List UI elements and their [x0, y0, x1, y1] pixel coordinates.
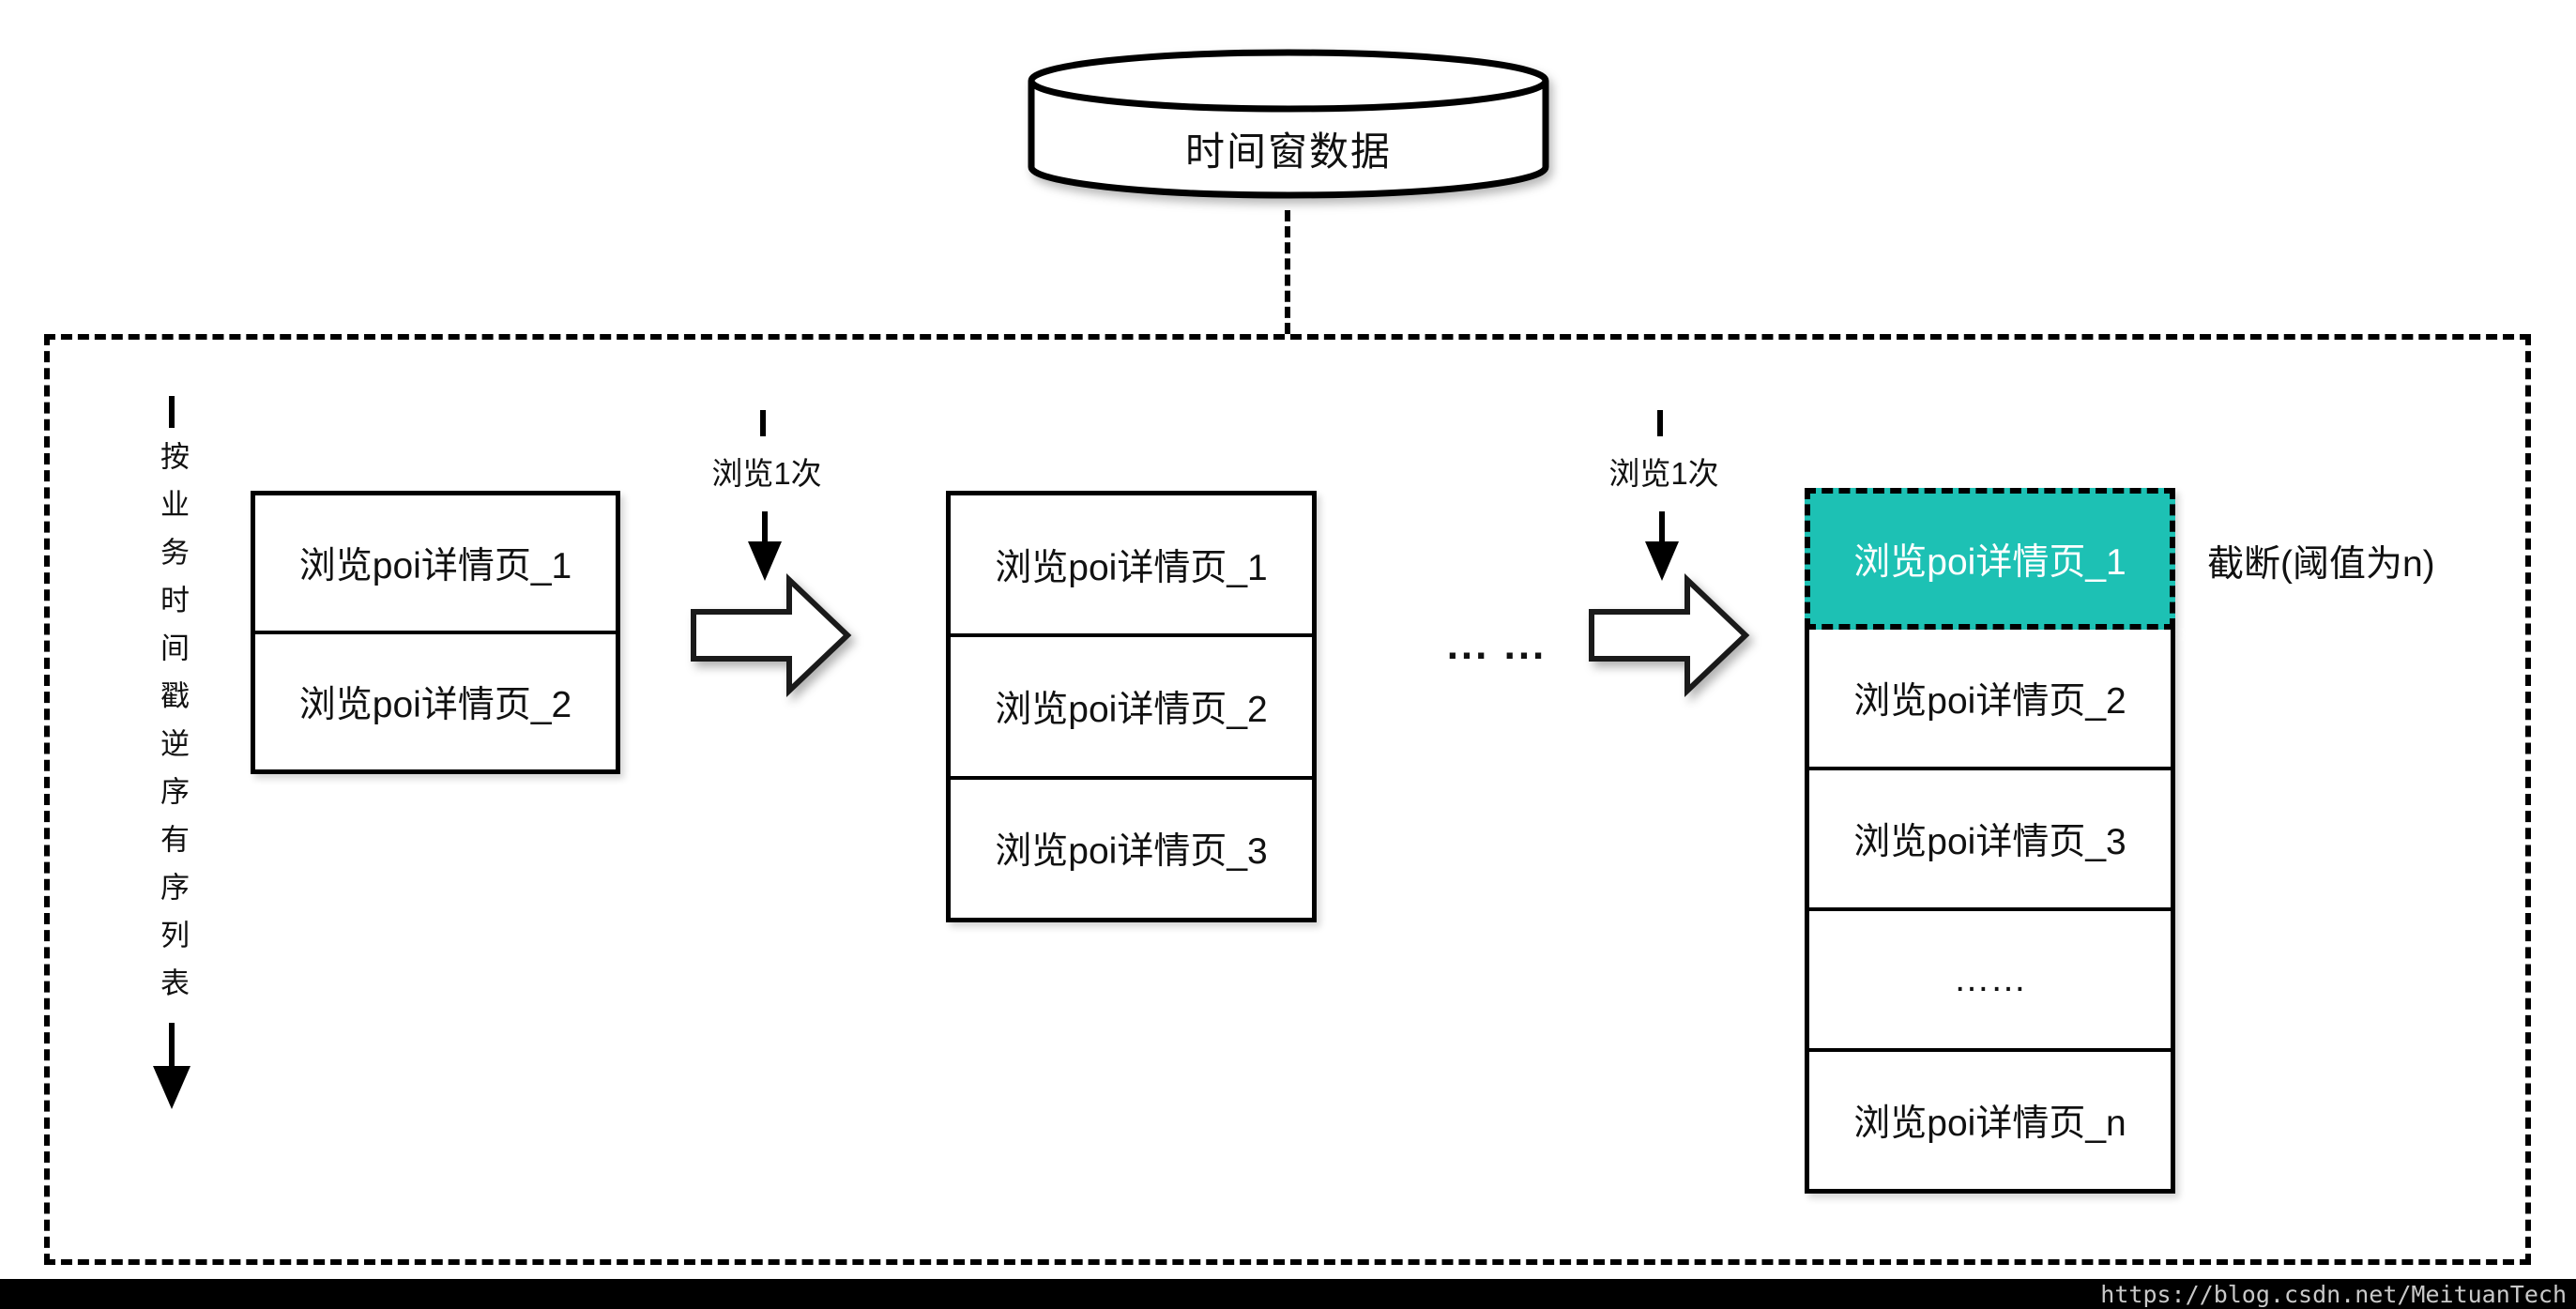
axis-start-tick [169, 396, 175, 428]
list-item: 浏览poi详情页_1 [255, 495, 616, 631]
dashed-connector-line [1285, 210, 1290, 334]
down-arrow-icon [748, 511, 782, 581]
view-once-label: 浏览1次 [1608, 456, 1719, 491]
ellipsis-between-stages: ... ... [1446, 622, 1547, 668]
datastore-cylinder: 时间窗数据 [1023, 43, 1554, 212]
watermark-url: https://blog.csdn.net/MeituanTech [2100, 1280, 2567, 1308]
poi-list-stage-3-rest: 浏览poi详情页_2 浏览poi详情页_3 …… 浏览poi详情页_n [1805, 630, 2175, 1194]
down-arrow-icon [1645, 511, 1679, 581]
cylinder-icon [1028, 49, 1549, 199]
list-item: 浏览poi详情页_2 [951, 633, 1312, 776]
poi-list-stage-2: 浏览poi详情页_1 浏览poi详情页_2 浏览poi详情页_3 [946, 491, 1317, 922]
list-item: 浏览poi详情页_2 [1809, 630, 2171, 767]
axis-label: 按业务时间戳逆序有序列表 [156, 441, 189, 1015]
time-window-container [44, 334, 2531, 1265]
time-order-axis: 按业务时间戳逆序有序列表 [139, 396, 205, 1120]
dash-tick [760, 410, 766, 436]
list-item: 浏览poi详情页_2 [255, 631, 616, 769]
list-item: 浏览poi详情页_1 [951, 495, 1312, 634]
truncation-note: 截断(阈值为n) [2207, 544, 2435, 585]
poi-list-stage-1: 浏览poi详情页_1 浏览poi详情页_2 [251, 491, 620, 774]
list-item: 浏览poi详情页_n [1809, 1048, 2171, 1189]
list-item: 浏览poi详情页_3 [1809, 767, 2171, 907]
right-block-arrow-icon [1589, 573, 1750, 697]
list-item-ellipsis: …… [1809, 907, 2171, 1048]
dash-tick [1657, 410, 1663, 436]
view-once-label: 浏览1次 [711, 456, 822, 491]
list-item-highlighted: 浏览poi详情页_1 [1805, 488, 2175, 630]
watermark-bar: https://blog.csdn.net/MeituanTech [0, 1279, 2576, 1309]
axis-down-arrow-icon [153, 1023, 191, 1109]
right-block-arrow-icon [691, 573, 852, 697]
list-item: 浏览poi详情页_3 [951, 775, 1312, 918]
datastore-label: 时间窗数据 [1184, 129, 1392, 174]
poi-list-stage-3: 浏览poi详情页_1 浏览poi详情页_2 浏览poi详情页_3 …… 浏览po… [1805, 488, 2175, 1194]
